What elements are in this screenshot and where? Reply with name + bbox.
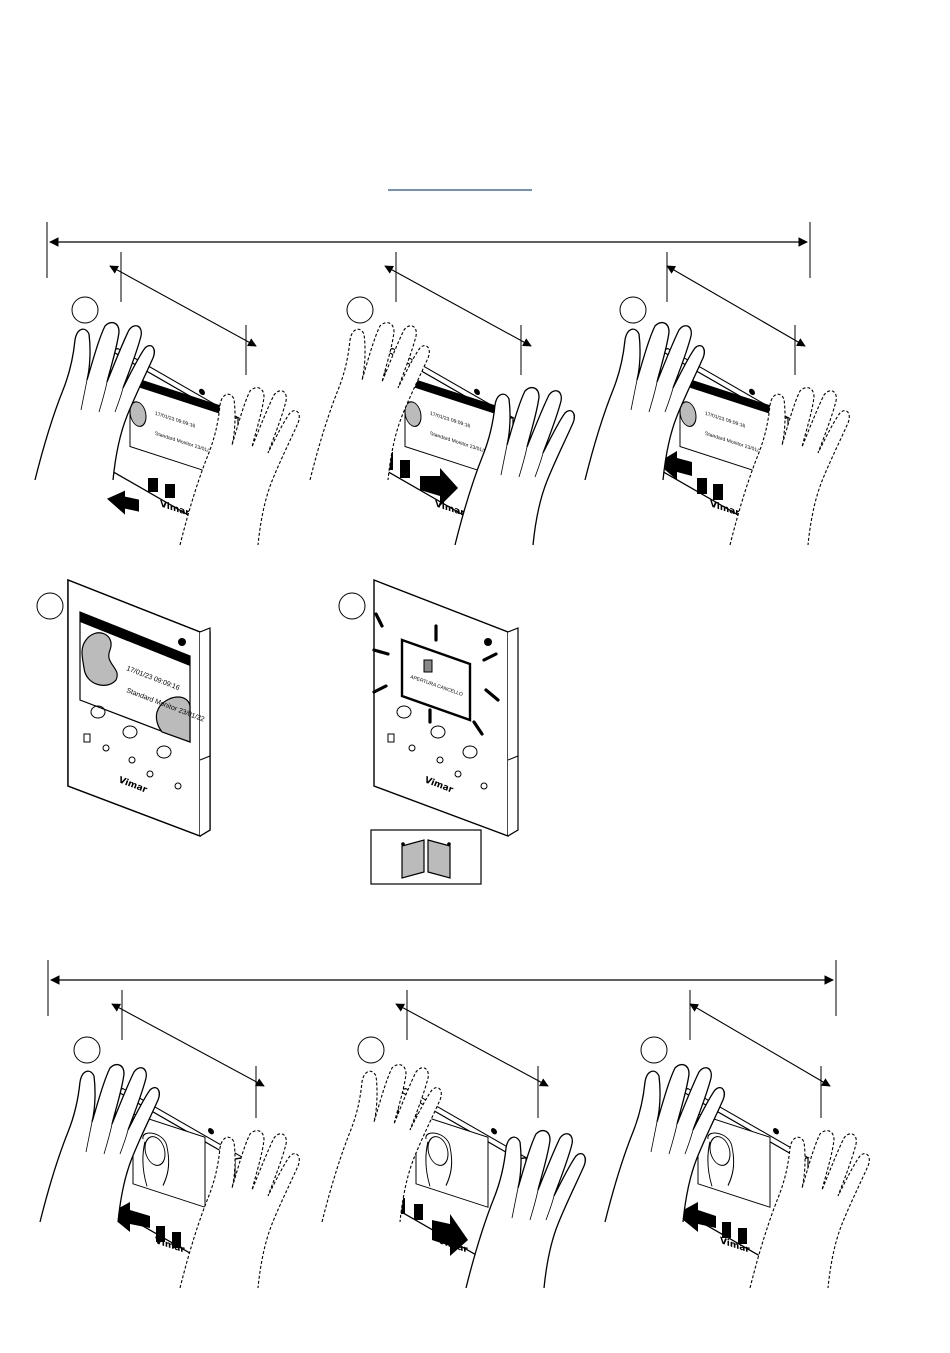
bottom-step-3: Vimar	[605, 990, 869, 1288]
top-step-1: 17/01/23 09:09:16 Standard Monitor 23/01…	[35, 252, 299, 545]
bottom-sequence	[48, 960, 836, 1016]
top-step-3: 17/01/23 09:09:16 Standard Monitor 23/01…	[585, 252, 849, 545]
step-marker	[358, 1037, 384, 1063]
step-marker	[347, 297, 373, 323]
gate-icon	[424, 660, 432, 672]
middle-step-5: APERTURA CANCELLO Vimar	[339, 580, 518, 884]
top-sequence	[47, 222, 810, 278]
step-marker	[37, 593, 63, 619]
step-marker	[74, 1037, 100, 1063]
step-marker	[641, 1037, 667, 1063]
step-marker	[339, 593, 365, 619]
top-step-2: 17/01/23 09:09:16 Standard Monitor 23/01…	[310, 252, 574, 545]
step-marker	[72, 297, 98, 323]
gate-inset	[371, 830, 481, 884]
bottom-step-2: Vimar	[322, 990, 585, 1288]
camera-icon	[178, 638, 186, 646]
step-marker	[620, 297, 646, 323]
middle-step-4: 17/01/23 09:09:16 Standard Monitor 23/01…	[37, 580, 210, 836]
bottom-step-1: Vimar	[40, 990, 299, 1288]
